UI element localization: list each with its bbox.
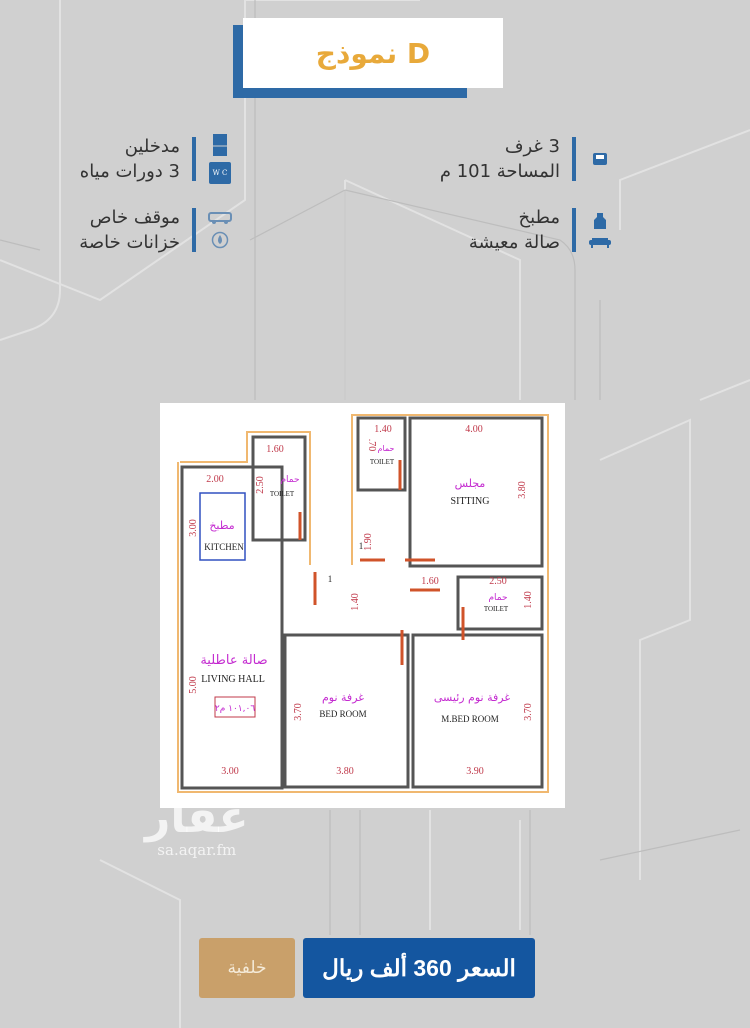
watermark-url: sa.aqar.fm bbox=[157, 841, 237, 859]
label-sitting-en: SITTING bbox=[451, 496, 490, 507]
dim-toilet2-height: .70 bbox=[366, 439, 377, 452]
divider-bar bbox=[572, 208, 576, 252]
price-button[interactable]: السعر 360 ألف ريال bbox=[303, 938, 535, 998]
dim-corridor-h2: 1.40 bbox=[350, 593, 361, 611]
dim-living-width: 3.00 bbox=[221, 766, 239, 777]
bedroom-walls bbox=[283, 633, 410, 789]
label-toilet2-ar: حمام bbox=[378, 444, 395, 453]
rooms-count: 3 غرف bbox=[504, 136, 560, 157]
area-box bbox=[214, 696, 256, 718]
entrances-text: مدخلين bbox=[124, 136, 180, 157]
label-kitchen-ar: مطبخ bbox=[209, 519, 234, 532]
label-toilet3-ar: حمام bbox=[488, 593, 507, 603]
toilet1-walls bbox=[251, 435, 307, 542]
page-title: نموذج D bbox=[315, 36, 431, 70]
dim-living-height: 5.00 bbox=[188, 676, 199, 694]
feature-group-rooms-area: 3 غرف المساحة 101 م bbox=[440, 134, 612, 184]
feature-group-parking-tanks: موقف خاص خزانات خاصة bbox=[79, 205, 232, 255]
bathrooms-text: 3 دورات مياه bbox=[79, 161, 180, 182]
label-toilet2-en: TOILET bbox=[370, 458, 395, 466]
area-box-text: ١٠١,٠٦ م٢ bbox=[215, 704, 255, 714]
car-icon bbox=[208, 212, 232, 224]
wc-icon: W C bbox=[209, 162, 231, 184]
dim-corridor-w: 1.60 bbox=[421, 576, 439, 587]
watermark-logo: عقار bbox=[145, 792, 249, 843]
label-sitting-ar: مجلس bbox=[455, 477, 486, 490]
divider-bar bbox=[572, 137, 576, 181]
label-master-ar: غرفة نوم رئيسى bbox=[434, 691, 510, 704]
dim-kitchen-width: 2.00 bbox=[206, 474, 224, 485]
toilet2-walls bbox=[356, 416, 407, 492]
bed-icon bbox=[593, 153, 607, 165]
kitchen-text: مطبخ bbox=[518, 207, 560, 228]
dim-bedroom-width: 3.80 bbox=[336, 766, 354, 777]
sitting-walls bbox=[408, 416, 544, 568]
label-living-en: LIVING HALL bbox=[201, 674, 265, 685]
model-title-box: نموذج D bbox=[243, 18, 503, 88]
living-text: صالة معيشة bbox=[468, 232, 560, 253]
label-master-en: M.BED ROOM bbox=[441, 714, 499, 724]
label-bedroom-en: BED ROOM bbox=[319, 709, 366, 719]
dim-sitting-width: 4.00 bbox=[465, 424, 483, 435]
divider-bar bbox=[192, 137, 196, 181]
dim-master-height: 3.70 bbox=[523, 703, 534, 721]
dim-toilet1-height: 2.50 bbox=[255, 476, 266, 494]
dim-toilet2-width: 1.40 bbox=[374, 424, 392, 435]
label-living-ar: صالة عاطلية bbox=[200, 653, 267, 668]
feature-group-entrances-bathrooms: مدخلين 3 دورات مياه W C bbox=[80, 134, 232, 184]
parking-text: موقف خاص bbox=[89, 207, 180, 228]
label-toilet3-en: TOILET bbox=[484, 605, 509, 613]
dim-bedroom-height: 3.70 bbox=[293, 703, 304, 721]
sofa-icon bbox=[589, 238, 611, 248]
apron-icon bbox=[594, 213, 606, 229]
dim-toilet3-height: 1.40 bbox=[523, 591, 534, 609]
master-bedroom-walls bbox=[411, 633, 544, 789]
divider-bar bbox=[192, 208, 196, 252]
floor-plan: 1.60 2.50 2.00 3.00 1.40 .70 4.00 3.80 1… bbox=[177, 414, 549, 793]
dim-kitchen-height: 3.00 bbox=[188, 519, 199, 537]
door-icon bbox=[213, 134, 227, 156]
dim-sitting-height: 3.80 bbox=[517, 481, 528, 499]
dim-corridor-h1: 1.90 bbox=[363, 533, 374, 551]
feature-group-kitchen-living: مطبخ صالة معيشة bbox=[469, 205, 612, 255]
dim-master-width: 3.90 bbox=[466, 766, 484, 777]
water-tank-icon bbox=[211, 231, 229, 249]
door-number: 1 bbox=[328, 574, 333, 584]
label-bedroom-ar: غرفة نوم bbox=[322, 691, 364, 704]
label-kitchen-en: KITCHEN bbox=[204, 542, 244, 552]
door-number: 1 bbox=[359, 541, 364, 551]
dim-toilet1-width: 1.60 bbox=[266, 444, 284, 455]
label-toilet1-ar: حمام bbox=[280, 475, 299, 485]
toilet3-walls bbox=[456, 575, 544, 631]
living-hall-walls bbox=[180, 465, 284, 790]
dim-toilet3-width: 2.50 bbox=[489, 576, 507, 587]
floor-plan-image: 1.60 2.50 2.00 3.00 1.40 .70 4.00 3.80 1… bbox=[160, 403, 565, 808]
label-toilet1-en: TOILET bbox=[270, 490, 295, 498]
area-text: المساحة 101 م bbox=[439, 161, 560, 182]
tanks-text: خزانات خاصة bbox=[79, 232, 180, 253]
background-button[interactable]: خلفية bbox=[199, 938, 295, 998]
watermark: عقار sa.aqar.fm bbox=[145, 792, 249, 860]
